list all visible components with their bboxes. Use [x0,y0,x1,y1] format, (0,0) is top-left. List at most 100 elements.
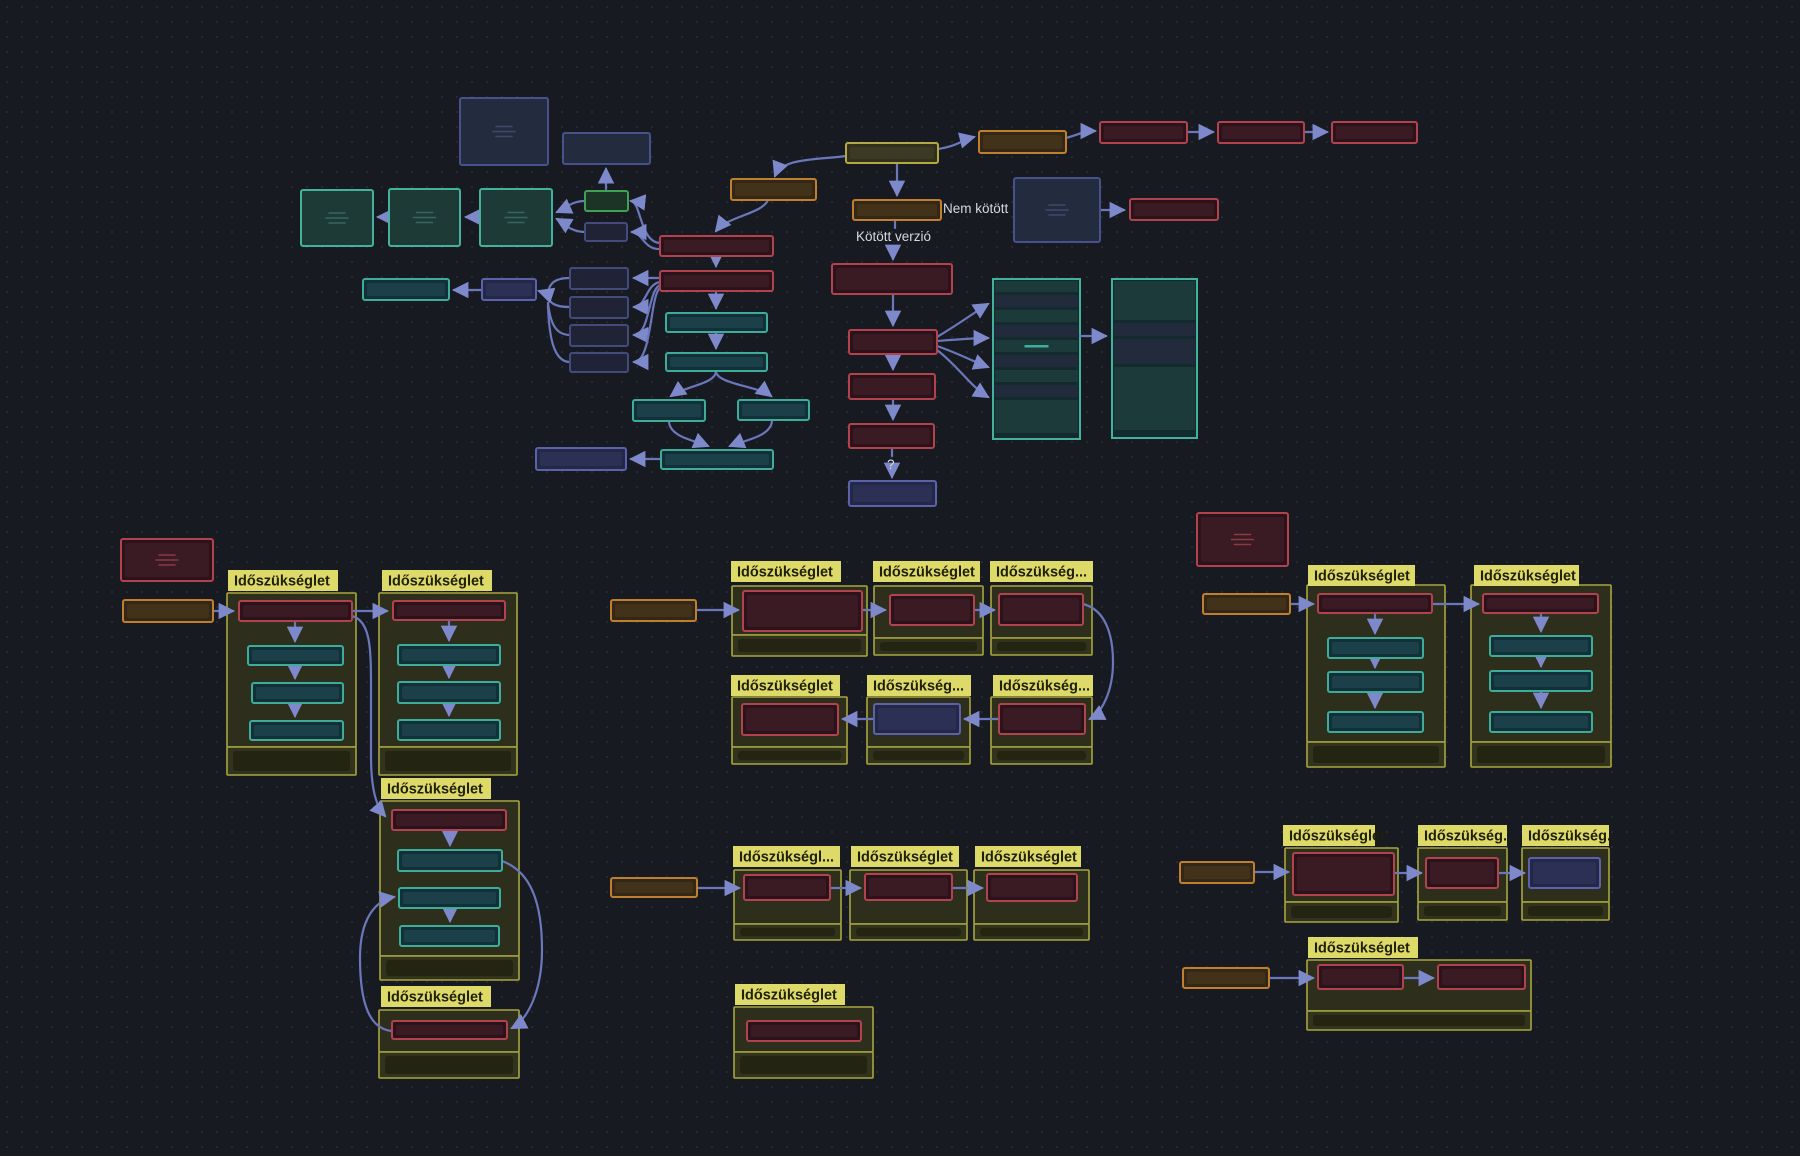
edge-stack0-to-tealc[interactable] [555,217,587,234]
node-box[interactable] [569,267,629,290]
node-chain-red-2[interactable] [1217,121,1305,144]
node-box-b[interactable] [562,132,651,165]
node-r2-t3[interactable] [1489,711,1593,733]
group-label[interactable] [1308,565,1415,586]
edge-kvred2-to-cont-2[interactable] [935,329,991,347]
group-label[interactable] [867,675,971,696]
node-r6-red-a[interactable] [1317,964,1404,990]
stage-container-right[interactable] [1111,278,1198,439]
node-kv-red-4[interactable] [848,423,935,449]
node-box[interactable] [569,296,629,319]
node-purple-mid[interactable] [481,278,537,301]
container-row[interactable] [995,325,1078,337]
container-row[interactable] [1114,339,1195,364]
edge-branchr-to-merge[interactable] [728,418,774,449]
node-purple-left[interactable] [535,447,627,471]
node-lone-red[interactable] [746,1020,862,1042]
node-mid-teal-2[interactable] [665,352,768,372]
container-row[interactable] [995,355,1078,367]
node-conn-right-1[interactable] [1202,593,1291,615]
node-merge-teal[interactable] [660,449,774,470]
node-stack-4[interactable] [569,352,629,373]
node-teal-b[interactable] [388,188,461,247]
group-label[interactable] [851,846,959,867]
node-l4-red[interactable] [391,1020,508,1040]
node-icon-red-left[interactable] [120,538,214,582]
node-r1-red[interactable] [1317,593,1433,614]
node-l1-red[interactable] [238,600,353,622]
container-row[interactable] [995,295,1078,307]
node-b1-red[interactable] [743,874,831,901]
node-c6-red[interactable] [998,703,1086,735]
node-conn-right-2[interactable] [1179,861,1255,884]
edge-olive-to-orangetop[interactable] [936,132,977,151]
group-label[interactable] [731,675,840,696]
edge-orangetop-to-chain1[interactable] [1064,122,1098,140]
node-r1-t1[interactable] [1327,637,1424,659]
edge-l3t1-to-l4red[interactable] [500,859,544,1030]
edge-l1red-to-l3red[interactable] [350,614,387,818]
edge-l4red-to-l3t2[interactable] [358,891,397,1033]
node-l2-red[interactable] [392,600,506,621]
edge-collector-4[interactable] [546,303,572,364]
node-mid-red-1[interactable] [659,235,774,257]
node-branch-left[interactable] [632,399,706,422]
edge-midteal2-to-branchl[interactable] [669,369,718,398]
group-label[interactable] [993,675,1093,696]
node-c1-red[interactable] [742,590,863,632]
node-red-nk[interactable] [1129,198,1219,221]
node-big-a[interactable] [459,97,549,166]
node-l2-t2[interactable] [397,681,501,704]
group-label[interactable] [228,570,338,591]
group-label[interactable] [1283,825,1375,846]
stage-container-left[interactable] [992,278,1081,440]
group-l2[interactable]: Időszükséglet [378,570,518,776]
node-orange-mid[interactable] [730,178,817,201]
group-label[interactable] [1474,565,1579,586]
node-box[interactable] [584,222,628,242]
edge-midred1-to-green[interactable] [628,194,662,245]
node-l3-t1[interactable] [397,849,503,872]
node-l3-t2[interactable] [398,887,501,909]
group-label[interactable] [381,778,491,799]
node-l3-red[interactable] [391,809,507,831]
node-r4-red[interactable] [1425,857,1499,889]
node-conn-center-2[interactable] [610,877,698,898]
label-kotott-verzio[interactable]: Kötött verzió [856,229,931,244]
edge-midred2-to-stack2[interactable] [631,280,662,316]
node-teal-wide[interactable] [362,278,450,301]
container-row[interactable] [1114,323,1195,336]
node-box[interactable] [569,324,629,347]
node-l2-t1[interactable] [397,644,501,666]
group-label[interactable] [731,561,841,582]
edge-collector-to-purplemid[interactable] [537,287,556,304]
container-row[interactable] [995,370,1078,382]
edge-branchl-to-merge[interactable] [667,419,710,449]
container-row[interactable] [995,281,1078,292]
node-olive-1[interactable] [845,142,939,164]
container-row[interactable] [1114,281,1195,320]
node-l2-t3[interactable] [397,719,501,741]
edge-c3red-to-c6red[interactable] [1081,602,1115,721]
node-r1-t2[interactable] [1327,671,1424,693]
node-stack-1[interactable] [569,267,629,290]
node-l1-t2[interactable] [251,682,344,704]
node-chain-red-1[interactable] [1099,121,1188,144]
group-label[interactable] [381,986,491,1007]
node-teal-a[interactable] [300,189,374,247]
edge-olive-to-orangemid[interactable] [772,154,848,178]
node-r1-t3[interactable] [1327,711,1424,733]
node-l1-t1[interactable] [247,645,344,666]
node-kv-purple[interactable] [848,480,937,507]
edge-midred1-to-stack0[interactable] [629,223,662,251]
group-label[interactable] [733,846,840,867]
node-stack-2[interactable] [569,296,629,319]
node-c3-red[interactable] [998,593,1084,626]
label-nem-kotott[interactable]: Nem kötött [943,201,1009,216]
node-kv-red-1[interactable] [831,263,953,295]
node-branch-right[interactable] [737,399,810,421]
node-green-1[interactable] [584,190,629,212]
edge-green-to-tealc[interactable] [555,198,587,214]
group-label[interactable] [735,984,845,1005]
container-row[interactable] [1114,367,1195,430]
